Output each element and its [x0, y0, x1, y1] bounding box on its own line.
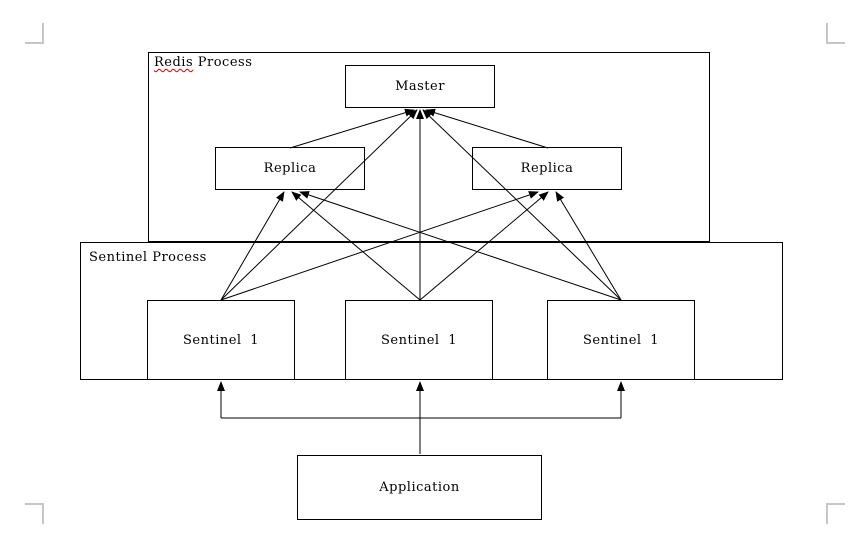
- margin-mark-bottom-right: [826, 503, 845, 524]
- sentinel-1-label: Sentinel 1: [183, 332, 259, 348]
- redis-process-label-word: Redis: [154, 55, 194, 70]
- redis-process-label: Redis Process: [154, 55, 252, 70]
- node-sentinel-1: Sentinel 1: [147, 300, 295, 380]
- margin-mark-bottom-left: [25, 503, 44, 524]
- application-label: Application: [379, 480, 460, 495]
- master-label: Master: [395, 79, 445, 94]
- margin-mark-top-left: [25, 23, 44, 44]
- redis-process-label-rest: Process: [193, 55, 253, 70]
- node-master: Master: [345, 65, 495, 108]
- node-replica-right: Replica: [472, 147, 622, 190]
- node-sentinel-2: Sentinel 1: [345, 300, 493, 380]
- sentinel-3-label: Sentinel 1: [583, 332, 659, 348]
- sentinel-process-label: Sentinel Process: [89, 250, 207, 265]
- node-sentinel-3: Sentinel 1: [547, 300, 695, 380]
- margin-mark-top-right: [826, 23, 845, 44]
- sentinel-2-label: Sentinel 1: [381, 332, 457, 348]
- replica-left-label: Replica: [263, 161, 317, 176]
- replica-right-label: Replica: [520, 161, 574, 176]
- node-replica-left: Replica: [215, 147, 365, 190]
- node-application: Application: [297, 455, 542, 520]
